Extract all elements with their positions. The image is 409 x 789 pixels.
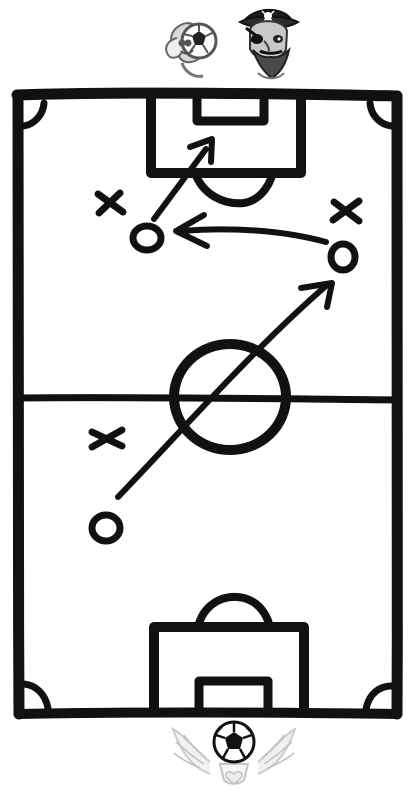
defender-marker-left-top <box>98 193 123 213</box>
attacker-marker-right-top <box>331 244 355 270</box>
top-goal-area <box>197 98 264 121</box>
pitch-left-line <box>18 95 19 714</box>
attacker-marker-left-top <box>133 226 161 250</box>
bottom-penalty-area <box>154 627 304 712</box>
corner-arc-bottom-right <box>366 686 392 709</box>
corner-arc-bottom-left <box>24 684 48 708</box>
switch-pass-arrow <box>181 229 326 242</box>
defender-marker-center-left <box>92 430 122 447</box>
attacker-marker-bottom-left <box>92 515 120 541</box>
corner-arc-top-right <box>370 103 392 126</box>
top-penalty-area <box>151 98 301 173</box>
bottom-goal-area <box>199 681 268 712</box>
pitch-top-line <box>17 93 397 96</box>
corner-arc-top-left <box>23 103 44 126</box>
pitch-right-line <box>397 96 398 714</box>
defender-marker-right-top <box>333 201 359 221</box>
long-diagonal-arrow <box>118 285 327 497</box>
winged-football-crest-icon <box>164 718 304 788</box>
pitch-bottom-line <box>19 713 397 715</box>
